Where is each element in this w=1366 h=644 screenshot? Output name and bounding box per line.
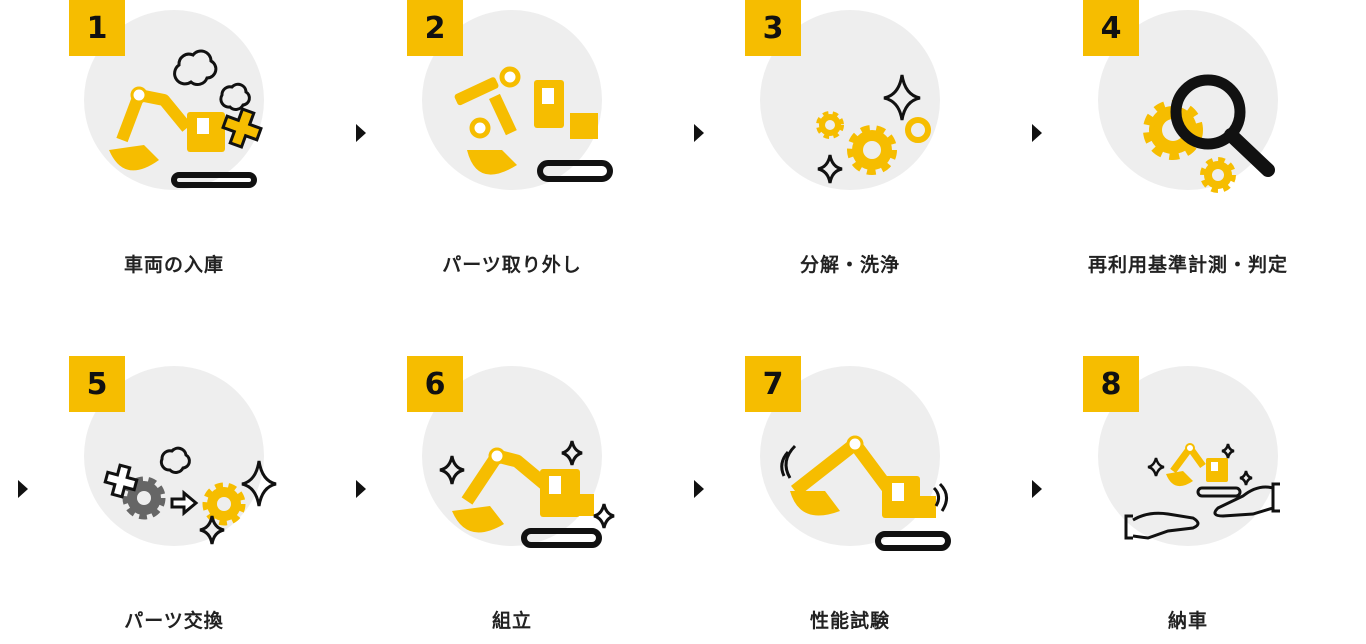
excavator-testing-icon bbox=[780, 435, 951, 551]
step-2: 2 パーツ取り外し bbox=[407, 0, 613, 276]
arrow-right-icon bbox=[1032, 480, 1042, 498]
step-number-badge: 5 bbox=[69, 356, 125, 412]
step-label: 納車 bbox=[1167, 610, 1208, 632]
step-number-badge: 7 bbox=[745, 356, 801, 412]
step-label: 車両の入庫 bbox=[123, 254, 224, 276]
step-1: 1 車両の入庫 bbox=[69, 0, 264, 276]
delivery-hands-icon bbox=[1124, 443, 1280, 540]
step-label: 組立 bbox=[491, 610, 532, 632]
step-number-badge: 3 bbox=[745, 0, 801, 56]
step-7: 7 性能試験 bbox=[745, 356, 951, 632]
step-number-badge: 8 bbox=[1083, 356, 1139, 412]
step-circle bbox=[84, 10, 264, 190]
arrow-right-icon bbox=[1032, 124, 1042, 142]
step-label: 性能試験 bbox=[809, 610, 890, 632]
step-number-badge: 1 bbox=[69, 0, 125, 56]
step-label: 再利用基準計測・判定 bbox=[1087, 254, 1288, 276]
step-label: パーツ交換 bbox=[124, 610, 224, 632]
arrow-right-icon bbox=[694, 480, 704, 498]
step-label: パーツ取り外し bbox=[442, 254, 582, 276]
step-8: 8 納車 bbox=[1083, 356, 1280, 632]
step-5: 5 パーツ交換 bbox=[69, 356, 277, 632]
arrow-right-icon bbox=[694, 124, 704, 142]
step-number-badge: 6 bbox=[407, 356, 463, 412]
step-3: 3 分解・洗浄 bbox=[745, 0, 940, 276]
magnifier-inspection-icon bbox=[1143, 74, 1275, 193]
arrow-right-icon bbox=[356, 124, 366, 142]
step-4: 4 再利用基準計測・判定 bbox=[1083, 0, 1287, 276]
parts-removal-icon bbox=[454, 66, 613, 182]
step-number-badge: 4 bbox=[1083, 0, 1139, 56]
arrow-right-icon bbox=[356, 480, 366, 498]
step-label: 分解・洗浄 bbox=[799, 254, 900, 276]
step-number-badge: 2 bbox=[407, 0, 463, 56]
arrow-right-icon bbox=[18, 480, 28, 498]
excavator-dirty-icon bbox=[109, 49, 263, 188]
gears-cleaning-icon bbox=[816, 74, 931, 184]
parts-exchange-icon bbox=[103, 446, 277, 545]
excavator-assembly-icon bbox=[439, 440, 615, 548]
step-6: 6 組立 bbox=[407, 356, 615, 632]
